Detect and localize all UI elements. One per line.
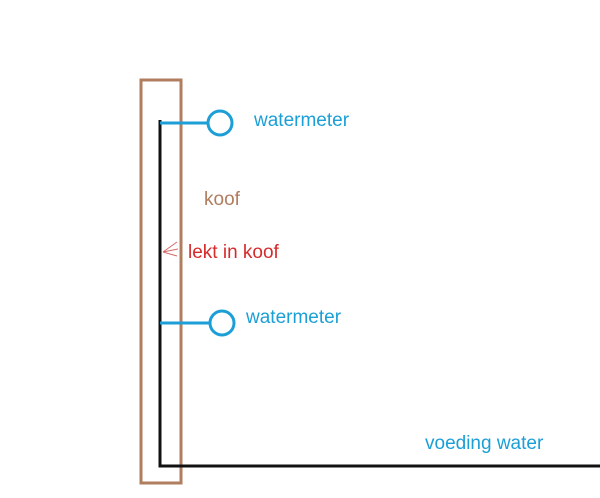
leak-label: lekt in koof — [188, 242, 280, 263]
main-pipe — [158, 120, 600, 468]
enclosure-label: koof — [204, 189, 241, 210]
top-watermeter-symbol — [206, 109, 234, 137]
supply-label: voeding water — [425, 433, 544, 454]
enclosure-box — [139, 78, 183, 485]
bottom-watermeter-label: watermeter — [245, 307, 342, 328]
leak-arrow-icon — [162, 241, 179, 257]
top-watermeter-label: watermeter — [253, 110, 350, 131]
bottom-watermeter-symbol — [208, 309, 236, 337]
